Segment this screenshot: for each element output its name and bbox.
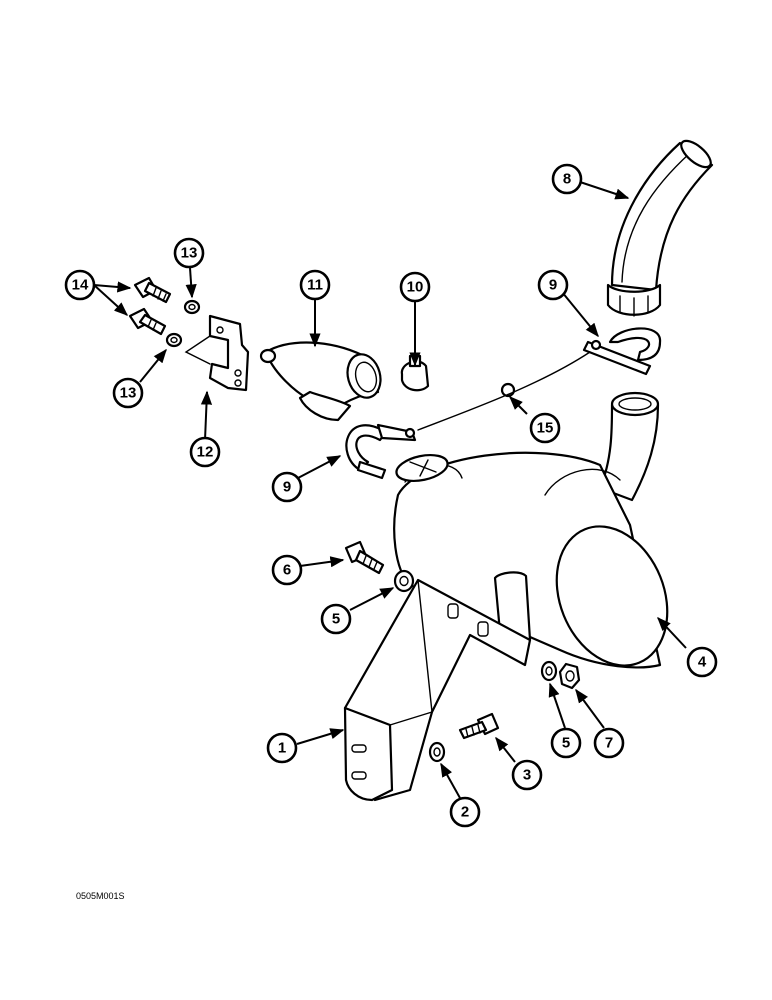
callout-11: 11	[299, 269, 331, 301]
u-bolt-clamp-right	[582, 327, 662, 376]
assembly-line	[417, 351, 591, 431]
svg-text:13: 13	[181, 245, 198, 262]
callout-3: 3	[511, 759, 543, 791]
svg-text:9: 9	[283, 479, 291, 496]
bolt-6	[344, 540, 385, 575]
callout-13-top: 13	[173, 237, 205, 269]
svg-text:3: 3	[523, 767, 531, 784]
svg-text:11: 11	[307, 277, 323, 294]
callout-9-left: 9	[271, 471, 303, 503]
callout-4: 4	[686, 646, 718, 678]
svg-text:7: 7	[605, 735, 613, 752]
svg-text:10: 10	[407, 279, 424, 296]
callout-2: 2	[449, 796, 481, 828]
washer-13-upper	[183, 299, 201, 315]
callout-5-left: 5	[320, 603, 352, 635]
callout-9-right: 9	[537, 269, 569, 301]
svg-text:15: 15	[537, 420, 554, 437]
callout-6: 6	[271, 554, 303, 586]
callout-5-right: 5	[550, 727, 582, 759]
svg-text:13: 13	[120, 385, 137, 402]
inlet-pipe	[259, 341, 382, 422]
small-bracket	[184, 314, 250, 392]
callout-7: 7	[593, 727, 625, 759]
muffler	[393, 391, 669, 669]
svg-text:1: 1	[278, 740, 286, 757]
tailpipe	[606, 139, 714, 317]
svg-text:5: 5	[562, 735, 570, 752]
svg-text:2: 2	[461, 804, 469, 821]
callout-13-bottom: 13	[112, 377, 144, 409]
u-bolt-clamp-left	[345, 423, 417, 480]
nut-7	[558, 662, 581, 690]
washer-5-left	[393, 569, 415, 593]
callout-14: 14	[64, 269, 96, 301]
svg-text:12: 12	[197, 444, 214, 461]
svg-text:5: 5	[332, 611, 340, 628]
bolt-3	[458, 712, 500, 740]
mounting-bracket	[343, 578, 532, 802]
svg-text:4: 4	[698, 654, 707, 671]
washer-13-lower	[165, 332, 183, 348]
callout-1: 1	[266, 732, 298, 764]
washer-2	[428, 741, 446, 763]
drawing-code: 0505M001S	[76, 891, 125, 901]
callout-12: 12	[189, 436, 221, 468]
bolt-mid-left	[128, 307, 167, 336]
bolt-top-left	[133, 276, 172, 304]
callout-15: 15	[529, 412, 561, 444]
svg-text:6: 6	[283, 562, 291, 579]
svg-text:9: 9	[549, 277, 557, 294]
washer-5-right	[540, 660, 558, 682]
leader-lines	[93, 181, 687, 799]
callout-8: 8	[551, 163, 583, 195]
callout-10: 10	[399, 271, 431, 303]
svg-text:14: 14	[72, 277, 89, 294]
svg-text:8: 8	[563, 171, 571, 188]
